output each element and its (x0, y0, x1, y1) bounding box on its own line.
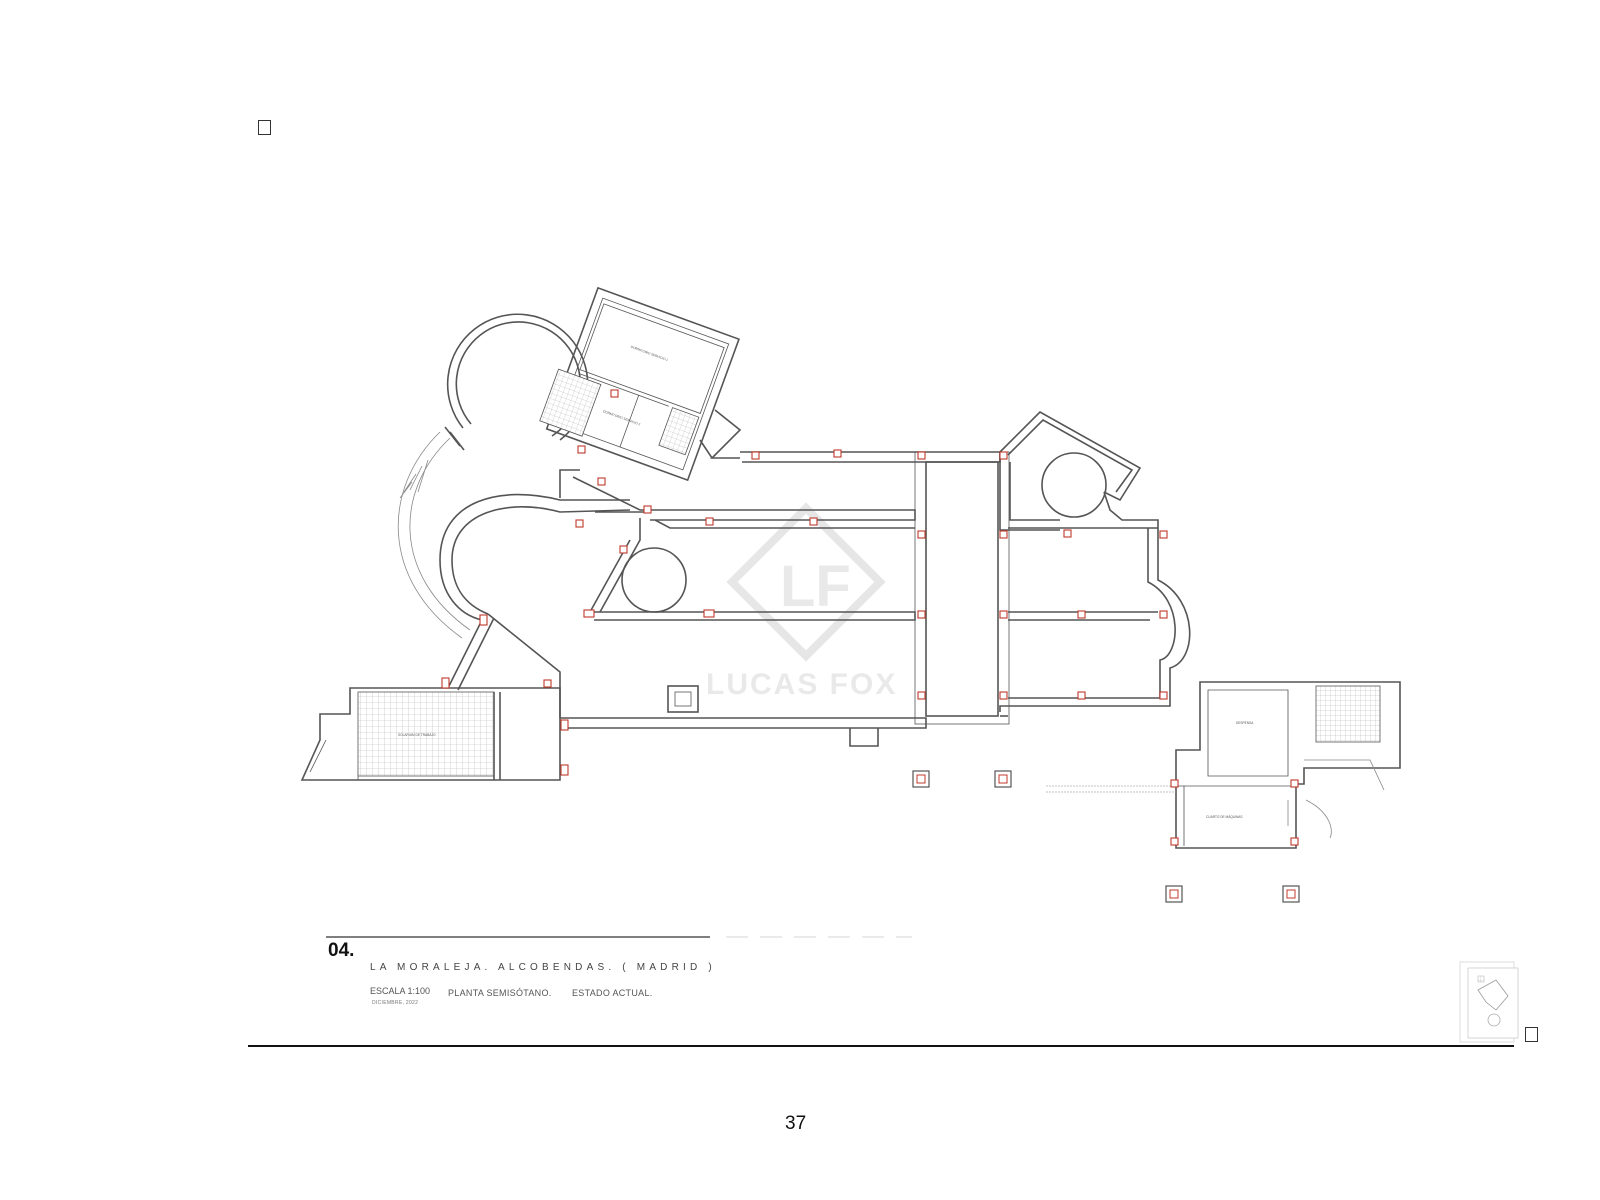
placeholder-glyph-bottom (1525, 1027, 1538, 1042)
svg-text:DORMITORIO SERVICIO 1: DORMITORIO SERVICIO 1 (630, 345, 669, 362)
svg-text:CUARTO DE MÁQUINAS: CUARTO DE MÁQUINAS (1206, 815, 1243, 819)
svg-text:DORMITORIO SERVICIO 2: DORMITORIO SERVICIO 2 (602, 409, 641, 426)
key-plan-thumbnail (1459, 961, 1519, 1043)
pavilion: DESPENSA CUARTO DE MÁQUINAS (1175, 681, 1401, 849)
tiled-pool (357, 691, 495, 777)
freestanding-pillars (912, 770, 1300, 903)
placeholder-glyph-top (258, 120, 271, 135)
svg-text:DESPENSA: DESPENSA (1236, 721, 1254, 725)
project-location: LA MORALEJA. ALCOBENDAS. ( MADRID ) (370, 962, 716, 973)
structural-columns (441, 389, 1299, 846)
pool-court: SOLARIUM DE TRABAJO (300, 687, 561, 781)
watermark-monogram: LF (780, 554, 851, 619)
curved-garden-wall (439, 493, 650, 621)
diagonal-walls (559, 469, 641, 613)
watermark: LF LUCAS FOX (706, 502, 897, 701)
page-number: 37 (785, 1113, 807, 1134)
hall-tiles (539, 368, 602, 437)
watermark-brand: LUCAS FOX (706, 668, 897, 701)
plan-name: PLANTA SEMISÓTANO. (448, 988, 552, 998)
main-basement (560, 411, 1191, 747)
watermark-diamond (726, 502, 886, 662)
sheet-number: 04. (328, 940, 355, 961)
plan-state: ESTADO ACTUAL. (572, 988, 653, 998)
curved-staircase (397, 431, 471, 639)
circular-planter-left (621, 547, 687, 613)
plan-scale: ESCALA 1:100 (370, 986, 431, 996)
square-planter (667, 685, 699, 713)
svg-text:SOLARIUM DE TRABAJO: SOLARIUM DE TRABAJO (398, 733, 436, 737)
circular-planter-right (1041, 452, 1107, 518)
plan-date: DICIEMBRE, 2022 (372, 1000, 419, 1006)
